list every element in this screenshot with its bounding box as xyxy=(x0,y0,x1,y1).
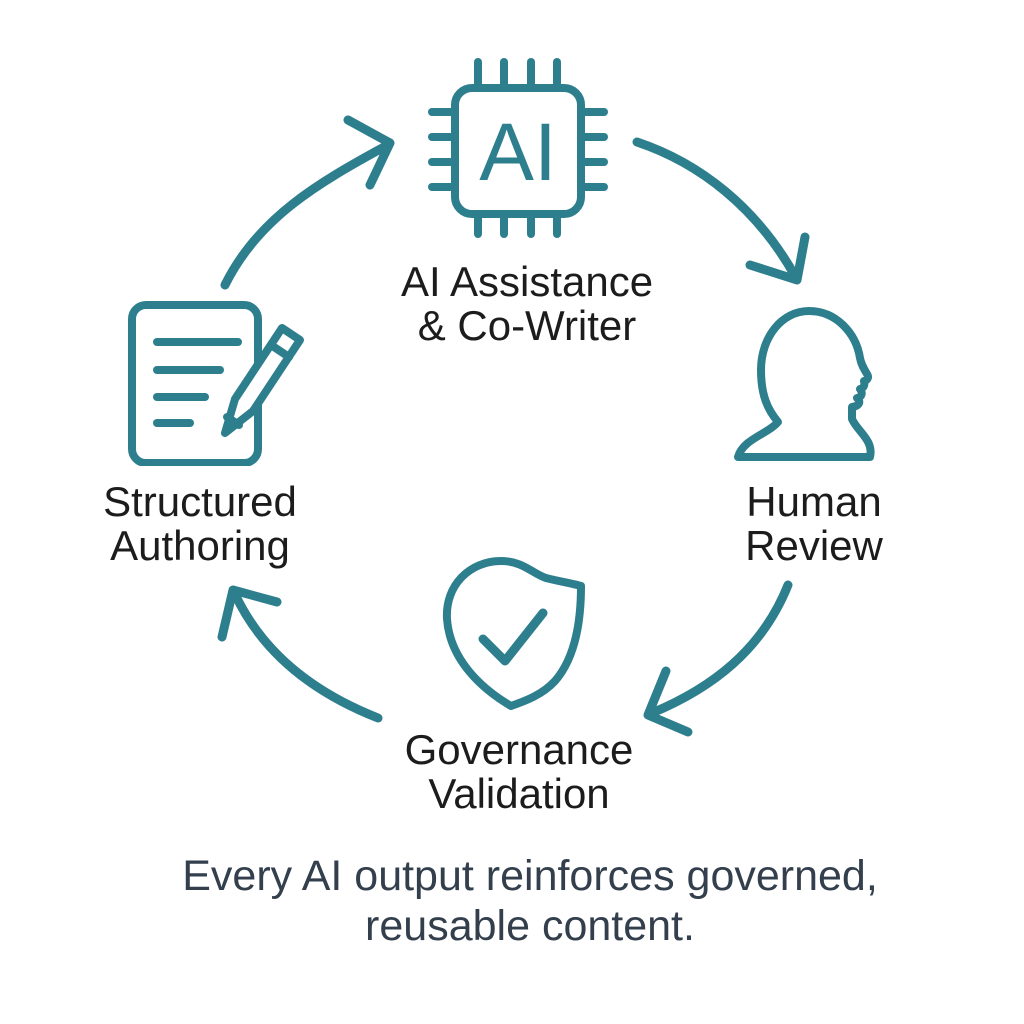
node-label-human-review: Human Review xyxy=(745,480,883,568)
label-line: Structured xyxy=(103,478,297,525)
label-line: & Co-Writer xyxy=(417,302,637,349)
arrow-ai-to-human xyxy=(632,137,810,285)
caption-line: reusable content. xyxy=(365,902,695,950)
node-label-structured-authoring: Structured Authoring xyxy=(103,480,297,568)
label-line: Governance xyxy=(404,726,634,773)
shield-check-icon xyxy=(442,557,585,710)
arrow-structured-to-ai xyxy=(220,115,395,290)
label-line: Validation xyxy=(428,770,610,817)
caption: Every AI output reinforces governed, reu… xyxy=(182,851,878,951)
document-pencil-icon xyxy=(128,301,304,466)
ai-chip-icon: AI xyxy=(428,58,608,238)
node-label-ai-assistance: AI Assistance & Co-Writer xyxy=(401,260,653,348)
label-line: AI Assistance xyxy=(400,258,654,305)
label-line: Review xyxy=(745,522,883,569)
arrow-governance-to-structured xyxy=(217,585,383,723)
person-profile-icon xyxy=(734,307,875,461)
label-line: Human xyxy=(746,478,882,525)
arrow-human-to-governance xyxy=(643,580,793,737)
label-line: Authoring xyxy=(110,522,290,569)
check-mark xyxy=(478,608,548,666)
caption-line: Every AI output reinforces governed, xyxy=(182,852,878,900)
node-label-governance-validation: Governance Validation xyxy=(405,728,634,816)
ai-chip-text: AI xyxy=(479,107,556,198)
